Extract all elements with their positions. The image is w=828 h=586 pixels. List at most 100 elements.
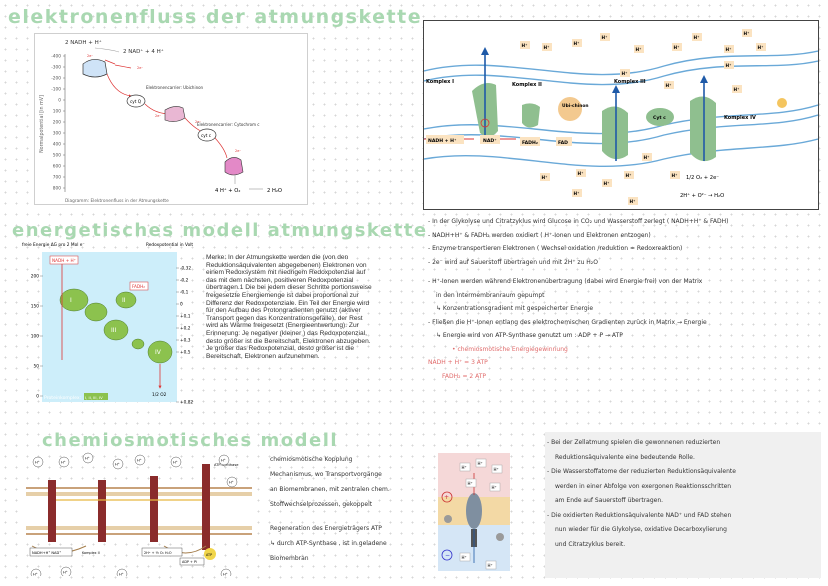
chemi-adp-label: ADP + Pi (182, 560, 197, 564)
chemi-h-plus: H⁺ (61, 461, 66, 465)
flow-y-tick: 200 (53, 120, 61, 126)
box-line: und Citratzyklus bereit. (555, 540, 626, 548)
electron-flow-svg: -400-300-200-100010020030040050060070080… (39, 39, 282, 204)
chemiosmotic-svg: ATP NADH+H⁺ NAD⁺ Komplex II 2H⁺ + ½ O₂ H… (26, 452, 252, 580)
atp-h-plus: H⁺ (468, 481, 473, 486)
atp-h-plus: H⁺ (462, 555, 467, 560)
atp-h-plus: H⁺ (494, 467, 499, 472)
energy-right-tick: -0,2 (180, 278, 189, 284)
energy-svg: freie Energie ΔG pro 2 Mol e⁻ Redoxpoten… (22, 242, 193, 406)
chemi-line: an Biomembranen, mit zentralen chem. (270, 486, 390, 493)
note-line: - Enzyme transportieren Elektronen ( Wec… (428, 245, 683, 252)
energy-nadh-label: NADH + H⁺ (52, 258, 76, 263)
energy-diagram: freie Energie ΔG pro 2 Mol e⁻ Redoxpoten… (22, 240, 202, 412)
h-plus-badge: H⁺ (694, 35, 700, 41)
h-plus-badge: H⁺ (644, 155, 650, 161)
energy-roman-iv: IV (155, 349, 162, 356)
box-line: nun wieder für die Glykolyse, oxidative … (555, 526, 727, 533)
notes-block: - In der Glykolyse und Citratzyklus wird… (428, 215, 728, 383)
flow-nad-label: 2 NAD⁺ + 4 H⁺ (123, 48, 164, 55)
flow-y-axis-label: Normalpotential [in mV] (39, 95, 45, 153)
atp-synthase-svg: + − H⁺H⁺H⁺H⁺H⁺H⁺H⁺ (438, 453, 510, 571)
flow-y-tick: -200 (51, 76, 61, 82)
energy-right-tick: -0,32 (180, 266, 191, 272)
svg-text:+: + (444, 494, 449, 501)
label-o2-electrons: 1/2 O₂ + 2e⁻ (686, 175, 719, 181)
chemi-h-plus: H⁺ (223, 573, 228, 577)
h-plus-badge: H⁺ (726, 47, 732, 53)
chemi-h-plus: H⁺ (119, 573, 124, 577)
atp-h-plus: H⁺ (462, 465, 467, 470)
flow-y-tick: -100 (51, 87, 61, 93)
energy-right-tick: 0 (180, 302, 183, 308)
energy-left-tick: 150 (31, 304, 39, 310)
h-plus-badge: H⁺ (604, 181, 610, 187)
flow-y-tick: 800 (53, 186, 61, 192)
flow-y-tick: 300 (53, 131, 61, 137)
note-atp-fadh: FADH₂ = 2 ATP (442, 372, 487, 380)
chemi-line: Mechanismus, wo Transportvorgänge (270, 471, 382, 478)
heading-energetisches-modell: energetisches modell atmungskette (12, 220, 428, 241)
h-plus-badge: H⁺ (574, 191, 580, 197)
label-ubichinon: Ubi-chinon (562, 103, 589, 109)
flow-carrier-ubichinon: Elektronencarrier: Ubichinon (146, 85, 204, 90)
chemi-text-block: chemiosmotische Kopplung Mechanismus, wo… (270, 452, 390, 566)
flow-cytq-label: cyt Q (130, 99, 142, 104)
note-line: - H⁺-Ionen werden während Elektronenüber… (428, 278, 703, 285)
h-plus-badge: H⁺ (630, 199, 636, 205)
summary-box: - Bei der Zellatmung spielen die gewonne… (545, 432, 821, 578)
membrane-complex-iv (690, 96, 716, 162)
flow-cytc-label: cyt c (201, 133, 212, 138)
label-komplex-iv: Komplex IV (724, 115, 756, 121)
note-line: in den Intermembranraum gepumpt (436, 291, 545, 299)
label-nadh: NADH + H⁺ (428, 138, 457, 144)
h-plus-badge: H⁺ (734, 87, 740, 93)
label-komplex-ii: Komplex II (512, 82, 542, 88)
svg-text:2e⁻: 2e⁻ (195, 120, 201, 124)
energy-right-tick: +0,82 (180, 400, 193, 406)
flow-h2o-label: 2 H₂O (267, 188, 282, 194)
membrane-complex-ii (522, 103, 540, 128)
energy-left-label: freie Energie ΔG pro 2 Mol e⁻ (22, 242, 85, 248)
svg-text:−: − (445, 552, 450, 559)
note-line: - In der Glykolyse und Citratzyklus wird… (428, 218, 729, 225)
h-plus-badge: H⁺ (636, 47, 642, 53)
h-plus-badge: H⁺ (626, 173, 632, 179)
chemi-line: Stoffwechselprozessen, gekoppelt (270, 501, 373, 508)
box-line: werden in einer Abfolge von exergonen Re… (555, 482, 732, 490)
energy-right-tick: +0,3 (180, 338, 191, 344)
chemi-h-plus: H⁺ (115, 463, 120, 467)
h-plus-badge: H⁺ (542, 175, 548, 181)
membrane-svg: Komplex I Komplex II Komplex III Komplex… (423, 29, 819, 205)
chemi-h-plus: H⁺ (229, 481, 234, 485)
note-line: - NADH+H⁺ & FADH₂ werden oxidiert ( H⁺-I… (428, 231, 651, 239)
chemi-fad-label: Komplex II (82, 551, 100, 555)
label-nad: NAD⁺ (483, 138, 497, 144)
chemi-h-plus: H⁺ (221, 459, 226, 463)
label-komplex-iii: Komplex III (614, 79, 646, 85)
atp-synthase-figure: + − H⁺H⁺H⁺H⁺H⁺H⁺H⁺ (438, 453, 510, 571)
svg-text:2e⁻: 2e⁻ (137, 66, 143, 70)
chemi-line: chemiosmotische Kopplung (270, 456, 353, 463)
chemi-nadh-label: NADH+H⁺ NAD⁺ (32, 551, 61, 555)
label-fadh2: FADH₂ (522, 140, 538, 146)
energy-right-tick: +0,1 (180, 314, 191, 320)
label-komplex-i: Komplex I (426, 79, 454, 85)
note-line: ↳ Energie wird von ATP-Synthase genutzt … (436, 332, 623, 339)
note-highlight: • chemiosmotische Energiegewinnung (452, 345, 568, 353)
h-plus-badge: H⁺ (758, 45, 764, 51)
h-plus-badge: H⁺ (744, 31, 750, 37)
h-plus-badge: H⁺ (544, 45, 550, 51)
note-line: ↳ Konzentrationsgradient mit gespeichert… (436, 305, 594, 312)
h-plus-badge: H⁺ (666, 83, 672, 89)
h-plus-badge: H⁺ (574, 41, 580, 47)
box-line: - Bei der Zellatmung spielen die gewonne… (547, 439, 721, 446)
energy-left-tick: 0 (36, 394, 39, 400)
flow-o2-label: 4 H⁺ + O₂ (215, 188, 240, 194)
box-line: - Die oxidierten Reduktionsäquivalente N… (547, 511, 732, 519)
cytc-shape (646, 108, 674, 126)
h-plus-badge: H⁺ (578, 171, 584, 177)
chemi-h-plus: H⁺ (33, 573, 38, 577)
chemi-o2-label: 2H⁺ + ½ O₂ H₂O (144, 551, 172, 555)
